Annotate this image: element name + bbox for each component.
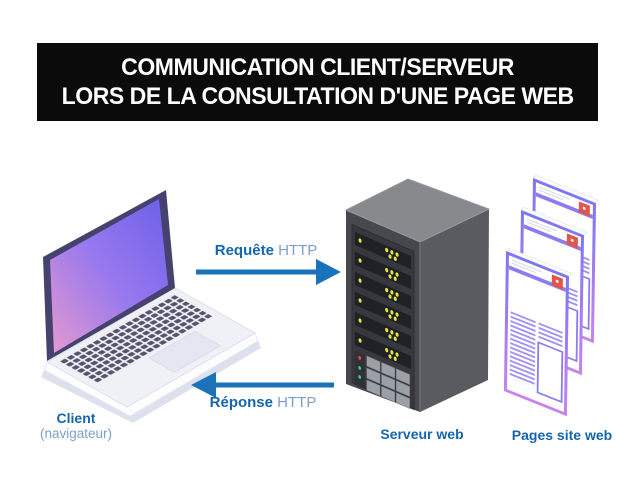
server-label: Serveur web [352, 426, 492, 442]
laptop-trackpad [147, 330, 222, 373]
server-label-text: Serveur web [380, 426, 464, 442]
web-page-front [502, 246, 573, 419]
server-side-face [420, 209, 489, 412]
server-front-panel [351, 223, 415, 411]
response-arrowhead [191, 372, 216, 398]
pages-label: Pages site web [492, 427, 632, 443]
server-drive-bays [354, 350, 410, 409]
laptop-screen [50, 199, 168, 353]
pages-label-text: Pages site web [511, 427, 613, 443]
request-keyword: Requête [214, 242, 274, 259]
laptop-illustration [41, 190, 261, 423]
server-rack-illustration [344, 178, 491, 412]
title-line-1: COMMUNICATION CLIENT/SERVEUR [121, 54, 514, 81]
server-top-face [344, 178, 491, 243]
request-protocol: HTTP [278, 242, 318, 259]
laptop-base-bottom [41, 341, 261, 423]
response-arrow [191, 372, 334, 398]
web-pages-illustration [502, 173, 600, 419]
title-banner: COMMUNICATION CLIENT/SERVEUR LORS DE LA … [37, 43, 598, 121]
response-keyword: Réponse [209, 394, 273, 411]
client-label: Client (navigateur) [16, 410, 136, 442]
client-sublabel-text: (navigateur) [39, 426, 113, 441]
title-line-2: LORS DE LA CONSULTATION D'UNE PAGE WEB [61, 83, 574, 110]
response-label: Réponse HTTP [193, 394, 333, 411]
server-teal-led [358, 375, 362, 379]
request-arrow [196, 259, 341, 285]
request-arrowhead [316, 259, 341, 285]
server-teal-led [358, 366, 362, 370]
client-label-text: Client [56, 410, 96, 426]
request-label: Requête HTTP [196, 242, 336, 259]
server-red-led [358, 355, 362, 361]
response-protocol: HTTP [277, 394, 317, 411]
laptop-keyboard [58, 294, 213, 384]
